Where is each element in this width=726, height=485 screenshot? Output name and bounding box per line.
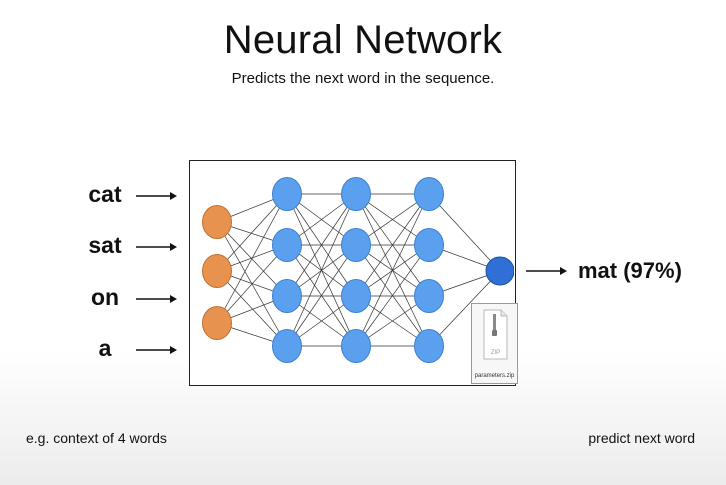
network-box xyxy=(189,160,516,386)
hidden-neuron xyxy=(272,329,302,363)
input-neuron xyxy=(202,254,232,288)
hidden-neuron xyxy=(341,177,371,211)
connection-edge xyxy=(355,244,430,347)
connection-edge xyxy=(428,193,501,272)
caption-right: predict next word xyxy=(588,430,695,446)
parameters-file-label: parameters.zip xyxy=(474,373,515,379)
hidden-neuron xyxy=(341,279,371,313)
input-arrow-4 xyxy=(136,346,177,354)
diagram-subtitle: Predicts the next word in the sequence. xyxy=(231,70,495,87)
connection-edge xyxy=(216,270,288,347)
output-arrow xyxy=(526,267,567,275)
hidden-neuron xyxy=(272,177,302,211)
input-arrow-3 xyxy=(136,295,177,303)
connection-edge xyxy=(355,193,430,347)
hidden-neuron xyxy=(272,279,302,313)
connection-edge xyxy=(428,270,501,347)
connection-edge xyxy=(216,244,288,324)
input-arrow-2 xyxy=(136,243,177,251)
connection-edge xyxy=(286,244,357,347)
input-word-2: sat xyxy=(88,232,122,258)
connection-edge xyxy=(216,193,288,272)
hidden-neuron xyxy=(341,329,371,363)
input-arrow-1 xyxy=(136,192,177,200)
zip-icon-text: ZIP xyxy=(491,350,500,356)
hidden-neuron xyxy=(414,177,444,211)
zip-file-icon: ZIP xyxy=(483,309,508,360)
input-word-4: a xyxy=(98,335,112,361)
caption-left: e.g. context of 4 words xyxy=(26,430,167,446)
connection-edge xyxy=(216,193,288,324)
connection-edge xyxy=(355,193,430,297)
network-graph xyxy=(202,177,515,363)
connection-edge xyxy=(286,193,357,347)
output-neuron xyxy=(485,256,515,286)
diagram-title: Neural Network xyxy=(223,18,503,62)
parameters-file: ZIP parameters.zip xyxy=(471,303,518,384)
output-prediction: mat (97%) xyxy=(578,258,682,283)
input-word-3: on xyxy=(90,284,120,310)
hidden-neuron xyxy=(341,228,371,262)
hidden-neuron xyxy=(414,329,444,363)
connection-edge xyxy=(286,193,357,297)
input-word-1: cat xyxy=(88,181,122,207)
input-neuron xyxy=(202,306,232,340)
input-neuron xyxy=(202,205,232,239)
hidden-neuron xyxy=(414,228,444,262)
hidden-neuron xyxy=(414,279,444,313)
hidden-neuron xyxy=(272,228,302,262)
